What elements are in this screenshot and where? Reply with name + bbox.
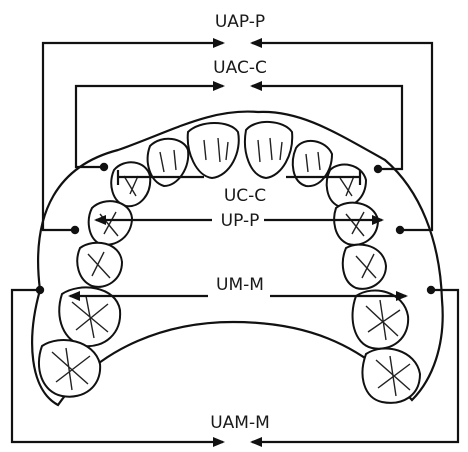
tooth [188, 123, 239, 178]
tooth [148, 139, 189, 186]
tooth [363, 348, 420, 402]
uam-m-label: UAM-M [210, 413, 270, 433]
um-m-label: UM-M [216, 275, 264, 295]
tooth [343, 245, 386, 289]
uc-c-label: UC-C [224, 186, 266, 206]
uac-c-measure [76, 86, 402, 169]
tooth [245, 122, 292, 178]
uac-c-label: UAC-C [213, 58, 267, 78]
tooth [77, 243, 122, 287]
uap-p-label: UAP-P [215, 12, 265, 32]
tooth [334, 203, 378, 245]
up-p-label: UP-P [221, 211, 260, 231]
